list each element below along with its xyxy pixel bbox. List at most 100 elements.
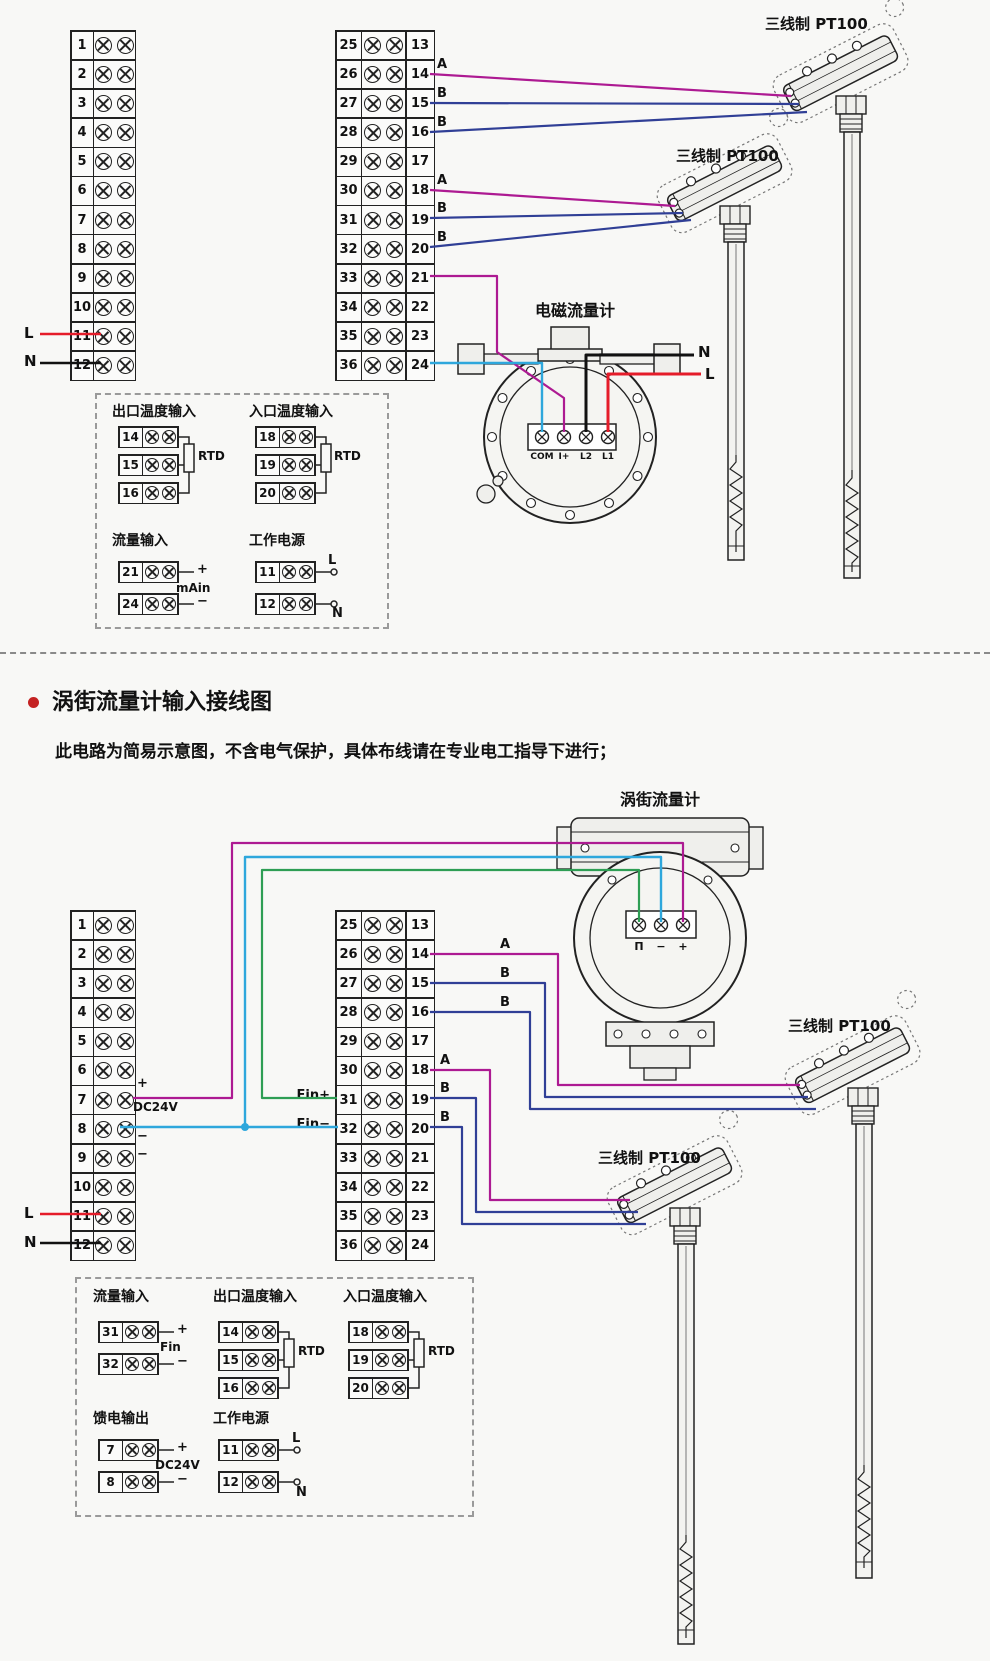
- terminal-screws: [362, 31, 405, 60]
- pt100-sensor-2: [644, 104, 815, 561]
- terminal-number: 20: [349, 1378, 372, 1398]
- legend-box-bottom: [75, 1277, 474, 1517]
- terminal-row: 1: [71, 911, 135, 940]
- wire: [430, 981, 808, 1099]
- wire: [584, 353, 694, 432]
- terminal-number: 15: [406, 89, 434, 118]
- legend-terminal-row: 21: [118, 561, 179, 583]
- screw-icon: [261, 1325, 276, 1339]
- screw-icon: [364, 1178, 381, 1196]
- terminal-screws: [280, 455, 314, 475]
- wire-label-b: B: [437, 86, 447, 101]
- section-divider: [0, 652, 990, 654]
- legend-title-flow-input: 流量输入: [93, 1289, 149, 1305]
- screw-icon: [94, 153, 112, 171]
- terminal-screws: [362, 1028, 405, 1056]
- screw-icon: [124, 1325, 139, 1339]
- screw-icon: [116, 1091, 134, 1109]
- screw-icon: [116, 1208, 134, 1226]
- screw-icon: [94, 1208, 112, 1226]
- screw-icon: [94, 916, 112, 934]
- terminal-row: 6: [71, 1057, 135, 1085]
- main-signal-label: mAin: [176, 581, 211, 595]
- minus-label: −: [177, 1472, 188, 1487]
- screw-icon: [386, 240, 403, 258]
- terminal-screws: [123, 1322, 157, 1342]
- minus-label: −: [177, 1354, 188, 1369]
- screw-icon: [261, 1353, 276, 1367]
- terminal-number: 2: [71, 940, 93, 969]
- terminal-screws: [94, 118, 135, 147]
- terminal-screws: [362, 998, 405, 1027]
- screw-icon: [144, 565, 159, 579]
- screw-icon: [244, 1325, 259, 1339]
- screw-icon: [94, 1149, 112, 1167]
- screw-icon: [386, 357, 403, 375]
- terminal-number: 8: [99, 1472, 122, 1492]
- screw-icon: [116, 916, 134, 934]
- rtd-label: RTD: [428, 1344, 455, 1358]
- terminal-screws: [94, 969, 135, 998]
- legend-box-top: [95, 393, 389, 629]
- legend-terminal-row: 19: [255, 454, 316, 476]
- legend-terminal-row: 24: [118, 593, 179, 615]
- screw-icon: [94, 1237, 112, 1255]
- screw-icon: [364, 1033, 381, 1051]
- legend-terminal-row: 15: [218, 1349, 279, 1371]
- wire: [430, 1068, 630, 1202]
- screw-icon: [94, 269, 112, 287]
- meter-terminal-l2: L2: [580, 452, 592, 462]
- legend-title-power: 工作电源: [213, 1411, 269, 1427]
- terminal-number: 19: [406, 206, 434, 234]
- pt100-sensor-1: [760, 0, 931, 579]
- terminal-screws: [94, 264, 135, 293]
- terminal-row: 12: [71, 351, 135, 380]
- screw-icon: [144, 597, 159, 611]
- l-label: L: [292, 1431, 301, 1446]
- screw-icon: [281, 486, 296, 500]
- terminal-number: 17: [406, 1028, 434, 1056]
- screw-icon: [364, 1120, 381, 1138]
- screw-icon: [161, 486, 176, 500]
- legend-terminal-row: 11: [218, 1439, 279, 1461]
- legend-terminal-row: 16: [118, 482, 179, 504]
- terminal-number: 33: [336, 1144, 361, 1173]
- screw-icon: [116, 298, 134, 316]
- screw-icon: [144, 430, 159, 444]
- terminal-screws: [362, 1057, 405, 1085]
- legend-title-inlet-temp: 入口温度输入: [343, 1289, 427, 1305]
- screw-icon: [161, 430, 176, 444]
- terminal-number: 27: [336, 969, 361, 998]
- screw-icon: [94, 1178, 112, 1196]
- terminal-screws: [243, 1378, 277, 1398]
- screw-icon: [364, 945, 381, 963]
- wire: [430, 1010, 816, 1111]
- terminal-screws: [362, 148, 405, 176]
- minus-label: −: [137, 1129, 148, 1144]
- legend-terminal-row: 8: [98, 1471, 159, 1493]
- screw-icon: [116, 357, 134, 375]
- section-subtitle: 此电路为简易示意图，不含电气保护，具体布线请在专业电工指导下进行；: [55, 742, 616, 762]
- terminal-screws: [373, 1350, 407, 1370]
- terminal-number: 10: [71, 1173, 93, 1202]
- terminal-row: 10: [71, 293, 135, 322]
- section-title: 涡街流量计输入接线图: [52, 690, 273, 715]
- screw-icon: [364, 357, 381, 375]
- legend-terminal-row: 14: [218, 1321, 279, 1343]
- terminal-screws: [362, 1144, 405, 1173]
- wire-label-a: A: [440, 1053, 451, 1068]
- screw-icon: [124, 1475, 139, 1489]
- screw-icon: [364, 1062, 381, 1080]
- plus-label: +: [177, 1322, 188, 1337]
- screw-icon: [364, 182, 381, 200]
- screw-icon: [244, 1381, 259, 1395]
- wire-label-a: A: [437, 57, 448, 72]
